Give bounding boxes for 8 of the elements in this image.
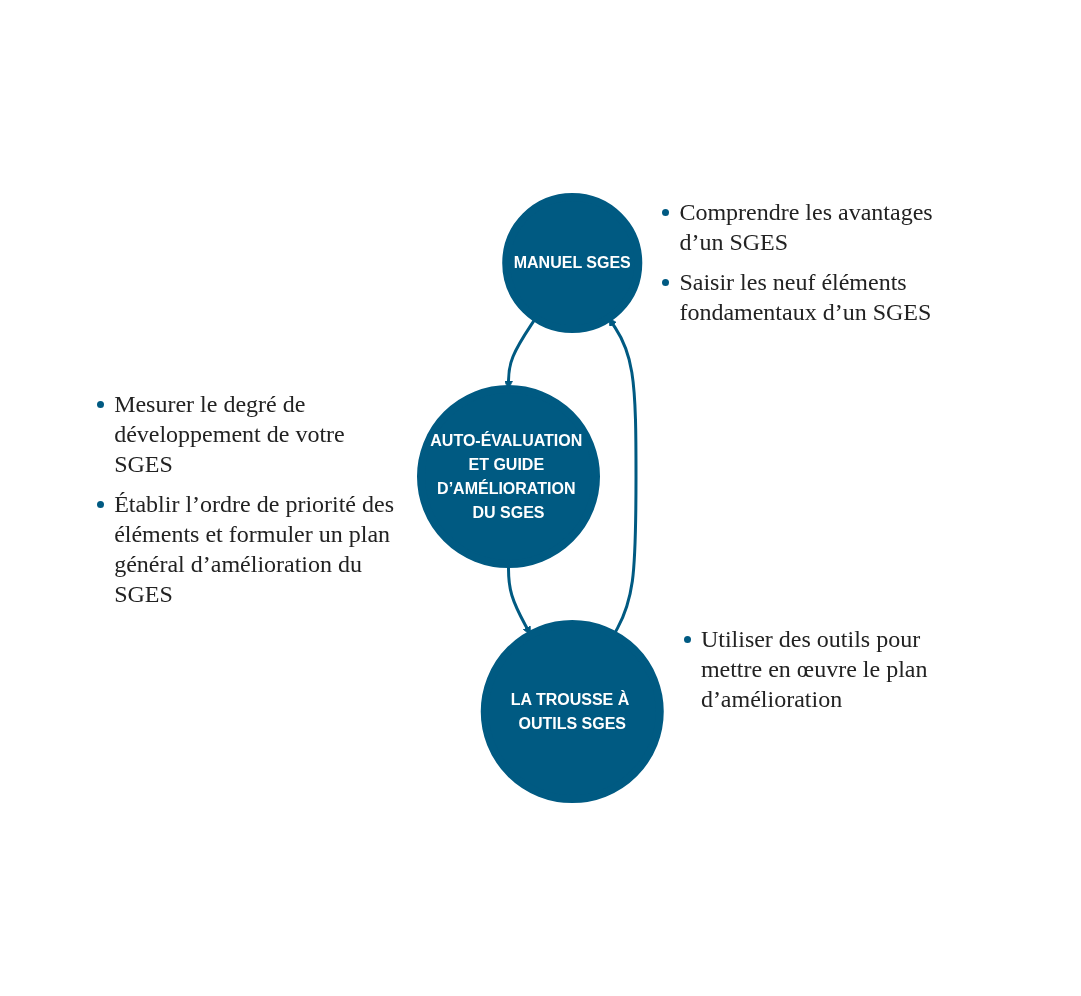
bullet-text: Établir l’ordre de priorité des éléments et formuler un plan général d’amélioration du SGES (114, 490, 395, 610)
node-circle: AUTO-ÉVALUATION ET GUIDE D’AMÉLIORATION DU SGES (417, 385, 601, 569)
node-circle: MANUEL SGES (502, 192, 643, 334)
node-circle: LA TROUSSE À OUTILS SGES (480, 620, 664, 804)
bullet-text: Saisir les neuf éléments fondamentaux d’un SGES (679, 267, 933, 327)
bullet-text: Comprendre les avantages d’un SGES (679, 197, 934, 257)
bullet-text: Mesurer le degré de développement de votre SGES (114, 390, 346, 480)
bullet-text: Utiliser des outils pour mettre en œuvre le plan d’amélioration (700, 625, 929, 715)
